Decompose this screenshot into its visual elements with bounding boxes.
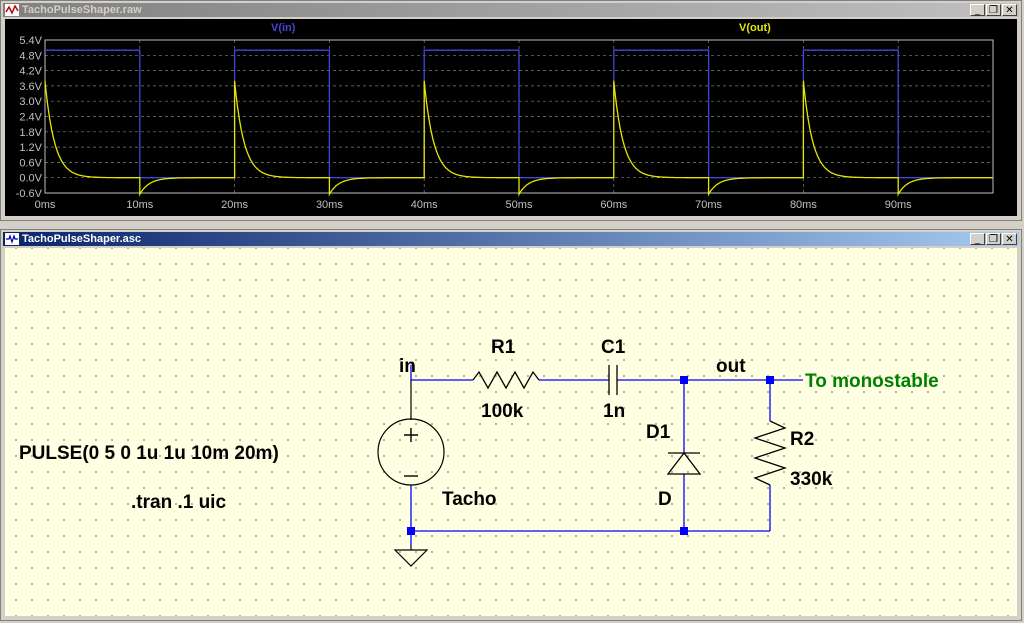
close-button[interactable]: ✕ <box>1002 233 1017 245</box>
schematic-window-title: TachoPulseShaper.asc <box>22 233 142 245</box>
r2-name[interactable]: R2 <box>790 429 814 450</box>
r2-value[interactable]: 330k <box>790 469 833 490</box>
x-tick-label: 90ms <box>885 199 912 211</box>
schematic-window[interactable]: TachoPulseShaper.asc _ ❐ ✕ <box>0 229 1022 621</box>
minimize-button[interactable]: _ <box>970 233 985 245</box>
node-out[interactable] <box>680 376 688 384</box>
diode-d1[interactable] <box>666 451 702 475</box>
schematic-drawing[interactable]: in out R1 100k C1 1n D1 D R2 330k Tacho … <box>5 248 1019 618</box>
waveform-app-icon <box>5 4 19 16</box>
net-label-out[interactable]: out <box>716 356 746 377</box>
voltage-source-tacho[interactable] <box>377 380 445 486</box>
source-name[interactable]: Tacho <box>442 489 497 510</box>
waveform-titlebar[interactable]: TachoPulseShaper.raw _ ❐ ✕ <box>3 3 1019 17</box>
x-tick-label: 30ms <box>316 199 343 211</box>
y-tick-label: 4.2V <box>19 66 42 78</box>
resistor-r1[interactable] <box>472 370 540 390</box>
y-tick-label: 2.4V <box>19 112 42 124</box>
source-spec[interactable]: PULSE(0 5 0 1u 1u 10m 20m) <box>19 443 279 464</box>
x-tick-label: 20ms <box>221 199 248 211</box>
node-ground-mid[interactable] <box>680 527 688 535</box>
x-tick-label: 10ms <box>126 199 153 211</box>
wire-in-r1[interactable] <box>410 365 473 381</box>
schematic-titlebar[interactable]: TachoPulseShaper.asc _ ❐ ✕ <box>3 232 1019 246</box>
net-label-in[interactable]: in <box>399 356 416 377</box>
trace-v-in[interactable] <box>45 49 993 179</box>
c1-name[interactable]: C1 <box>601 337 626 358</box>
r1-value[interactable]: 100k <box>481 401 524 422</box>
restore-button[interactable]: ❐ <box>986 233 1001 245</box>
x-tick-label: 70ms <box>695 199 722 211</box>
legend-v-in[interactable]: V(in) <box>271 22 296 34</box>
resistor-r2[interactable] <box>752 420 788 486</box>
y-tick-label: 5.4V <box>19 35 42 47</box>
node-out-label[interactable] <box>766 376 774 384</box>
close-button[interactable]: ✕ <box>1002 4 1017 16</box>
schematic-app-icon <box>5 233 19 245</box>
x-tick-label: 80ms <box>790 199 817 211</box>
schematic-canvas[interactable]: in out R1 100k C1 1n D1 D R2 330k Tacho … <box>5 248 1017 616</box>
trace-v-out[interactable] <box>44 80 993 197</box>
r1-name[interactable]: R1 <box>491 337 516 358</box>
junction-nodes <box>407 376 774 535</box>
waveform-window[interactable]: TachoPulseShaper.raw _ ❐ ✕ 5.4V 4.8V 4.2V 3… <box>0 0 1022 221</box>
legend-v-out[interactable]: V(out) <box>739 22 771 34</box>
x-tick-label: 60ms <box>600 199 627 211</box>
waveform-window-title: TachoPulseShaper.raw <box>22 4 142 16</box>
minimize-button[interactable]: _ <box>970 4 985 16</box>
node-ground-left[interactable] <box>407 527 415 535</box>
d1-name[interactable]: D1 <box>646 422 671 443</box>
capacitor-c1[interactable] <box>608 365 618 395</box>
d1-value[interactable]: D <box>658 489 672 510</box>
waveform-plot[interactable]: 5.4V 4.8V 4.2V 3.6V 3.0V 2.4V 1.8V 1.2V 0.6V 0.0V… <box>5 19 1019 218</box>
x-tick-label: 0ms <box>35 199 56 211</box>
c1-value[interactable]: 1n <box>603 401 625 422</box>
waveform-plot-pane[interactable]: 5.4V 4.8V 4.2V 3.6V 3.0V 2.4V 1.8V 1.2V 0.6V 0.0V… <box>5 19 1017 216</box>
y-tick-label: 0.0V <box>19 173 42 185</box>
restore-button[interactable]: ❐ <box>986 4 1001 16</box>
x-tick-label: 50ms <box>506 199 533 211</box>
net-label-to-monostable[interactable]: To monostable <box>805 371 939 392</box>
wires <box>410 365 803 546</box>
sim-directive[interactable]: .tran .1 uic <box>131 492 226 513</box>
y-tick-label: 4.8V <box>19 50 42 62</box>
y-tick-label: 1.2V <box>19 142 42 154</box>
y-tick-label: 1.8V <box>19 127 42 139</box>
x-tick-label: 40ms <box>411 199 438 211</box>
y-tick-label: 3.6V <box>19 81 42 93</box>
y-tick-label: 0.6V <box>19 157 42 169</box>
y-tick-label: -0.6V <box>16 188 43 200</box>
ground-symbol[interactable] <box>393 546 429 567</box>
y-tick-label: 3.0V <box>19 96 42 108</box>
